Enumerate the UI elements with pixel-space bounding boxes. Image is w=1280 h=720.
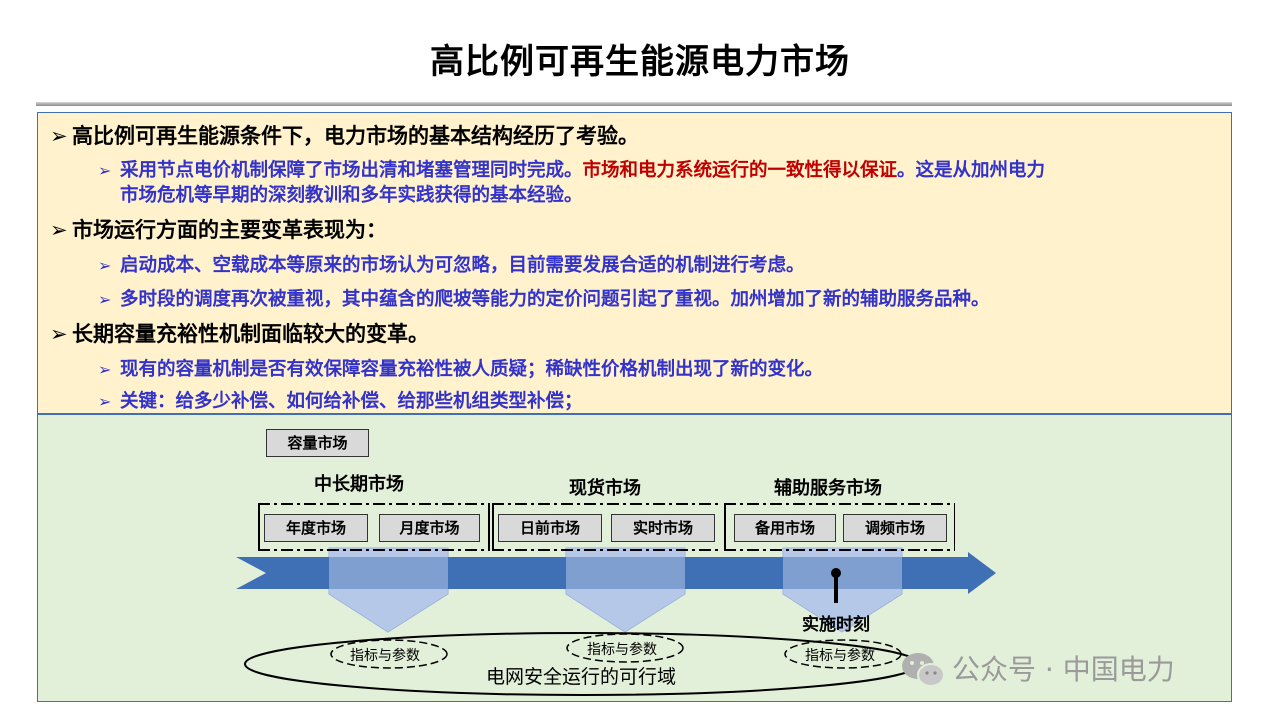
bullet-arrow-icon: ➢	[50, 218, 68, 242]
capacity-market-box: 容量市场	[266, 429, 369, 457]
sub-bullet-3b: ➢ 关键：给多少补偿、如何给补偿、给那些机组类型补偿；	[98, 387, 583, 413]
wechat-icon	[902, 653, 945, 687]
group-label-ancillary: 辅助服务市场	[774, 478, 882, 499]
bullet-3: ➢长期容量充裕性机制面临较大的变革。	[50, 318, 429, 348]
market-box-day-ahead: 日前市场	[498, 514, 602, 542]
sub-bullet-2b-text: 多时段的调度再次被重视，其中蕴含的爬坡等能力的定价问题引起了重视。加州增加了新的…	[120, 289, 990, 310]
indicator-label-2: 指标与参数	[587, 642, 657, 658]
indicator-ellipse-2	[566, 633, 684, 663]
sub-bullet-2a-text: 启动成本、空载成本等原来的市场认为可忽略，目前需要发展合适的机制进行考虑。	[120, 255, 805, 276]
sub-bullet-1a-text-end: 。这是从加州电力	[897, 160, 1046, 181]
bullet-3-text: 长期容量充裕性机制面临较大的变革。	[72, 322, 429, 346]
indicator-label-1: 指标与参数	[350, 648, 420, 664]
market-box-monthly: 月度市场	[379, 514, 480, 542]
market-box-reserve: 备用市场	[734, 514, 836, 542]
sub-bullet-1a: ➢ 采用节点电价机制保障了市场出清和堵塞管理同时完成。市场和电力系统运行的一致性得…	[98, 156, 1045, 182]
watermark-text: 公众号 · 中国电力	[952, 653, 1175, 686]
market-box-real-time: 实时市场	[611, 514, 715, 542]
title-underline	[36, 102, 1232, 106]
feasible-domain-label: 电网安全运行的可行域	[486, 666, 677, 688]
market-box-regulation: 调频市场	[843, 514, 947, 542]
bullet-arrow-icon: ➢	[98, 161, 112, 180]
bullet-2-text: 市场运行方面的主要变革表现为：	[72, 218, 387, 242]
bullet-1-text: 高比例可再生能源条件下，电力市场的基本结构经历了考验。	[72, 124, 639, 148]
bullet-arrow-icon: ➢	[50, 322, 68, 346]
bullet-arrow-icon: ➢	[98, 360, 112, 379]
bullet-panel	[37, 112, 1232, 414]
indicator-ellipse-1	[330, 639, 448, 669]
implementation-time-pin-head	[831, 568, 841, 578]
sub-bullet-1a-text: 采用节点电价机制保障了市场出清和堵塞管理同时完成。	[120, 160, 583, 181]
bullet-arrow-icon: ➢	[50, 124, 68, 148]
bullet-arrow-icon: ➢	[98, 256, 112, 275]
bullet-1: ➢高比例可再生能源条件下，电力市场的基本结构经历了考验。	[50, 120, 639, 150]
bullet-arrow-icon: ➢	[98, 392, 112, 411]
sub-bullet-1a-line2: 市场危机等早期的深刻教训和多年实践获得的基本经验。	[120, 185, 583, 206]
indicator-ellipse-3	[784, 639, 902, 669]
implementation-time-label: 实施时刻	[802, 615, 870, 635]
indicator-label-3: 指标与参数	[805, 648, 875, 664]
sub-bullet-3a-text: 现有的容量机制是否有效保障容量充裕性被人质疑；稀缺性价格机制出现了新的变化。	[120, 359, 824, 380]
page-title: 高比例可再生能源电力市场	[430, 42, 850, 82]
sub-bullet-3a: ➢ 现有的容量机制是否有效保障容量充裕性被人质疑；稀缺性价格机制出现了新的变化。	[98, 355, 823, 381]
group-label-spot: 现货市场	[569, 478, 641, 499]
sub-bullet-1a-highlight: 市场和电力系统运行的一致性得以保证	[582, 160, 898, 181]
sub-bullet-3b-text: 关键：给多少补偿、如何给补偿、给那些机组类型补偿；	[120, 391, 583, 412]
sub-bullet-2b: ➢ 多时段的调度再次被重视，其中蕴含的爬坡等能力的定价问题引起了重视。加州增加了新…	[98, 285, 990, 311]
bullet-arrow-icon: ➢	[98, 290, 112, 309]
sub-bullet-2a: ➢ 启动成本、空载成本等原来的市场认为可忽略，目前需要发展合适的机制进行考虑。	[98, 251, 805, 277]
bullet-2: ➢市场运行方面的主要变革表现为：	[50, 214, 387, 244]
market-box-annual: 年度市场	[264, 514, 368, 542]
group-label-mid-long: 中长期市场	[314, 474, 404, 495]
